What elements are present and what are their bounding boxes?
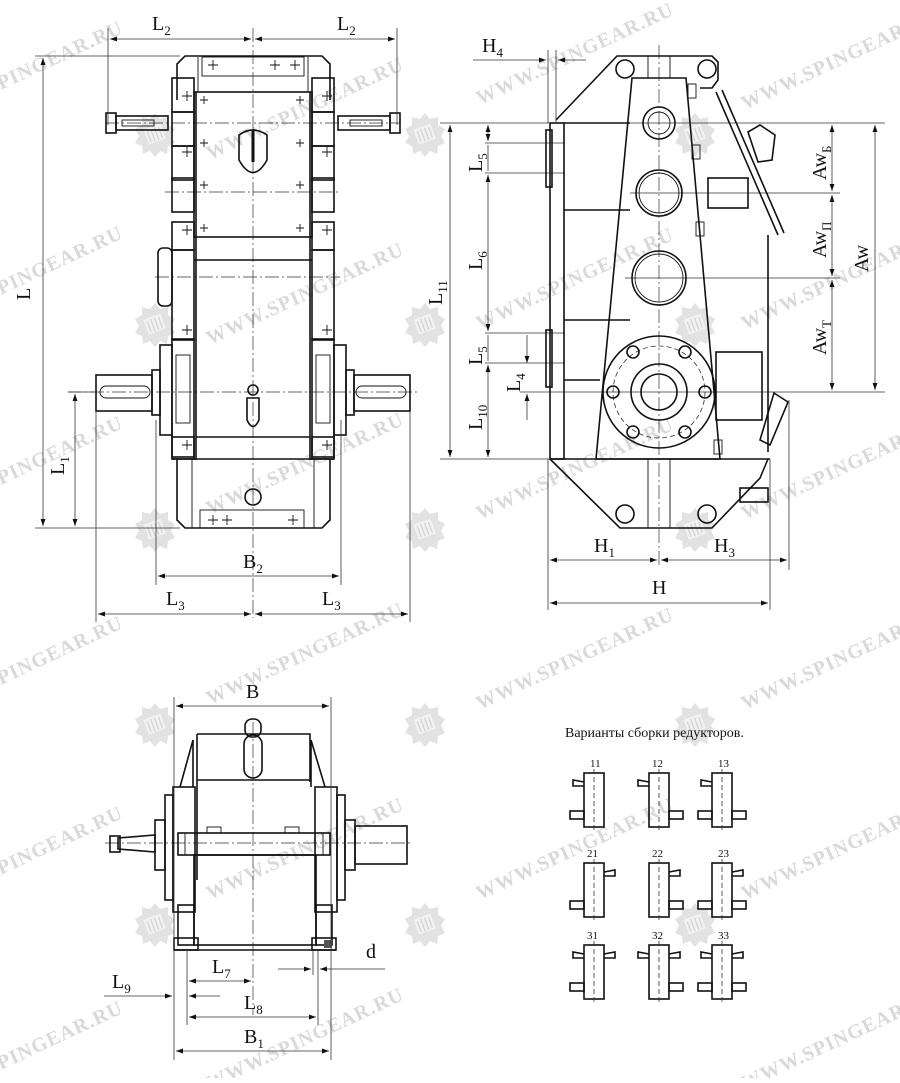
dim-label-L6: L6 (465, 251, 490, 270)
watermark-text: WWW.SPINGEAR.RU (738, 794, 900, 905)
front-view: L2 L2 L L1 B2 L3 L3 (13, 13, 418, 622)
variant-21: 21 (569, 848, 616, 921)
svg-text:32: 32 (652, 930, 663, 942)
variant-12: 12 (637, 758, 684, 831)
watermark-logo-icon (134, 902, 176, 948)
watermark-text: WWW.SPINGEAR.RU (738, 604, 900, 715)
dim-label-L2-right: L2 (337, 13, 356, 38)
watermark-text: WWW.SPINGEAR.RU (203, 794, 408, 905)
variant-13: 13 (697, 758, 747, 831)
watermark-text: WWW.SPINGEAR.RU (203, 984, 408, 1078)
dim-label-B: B (246, 681, 259, 703)
svg-text:22: 22 (652, 848, 663, 860)
watermark-logo-icon (404, 112, 446, 158)
dim-label-L11: L11 (425, 280, 450, 305)
watermark-logo-icon (134, 507, 176, 553)
watermark-text: WWW.SPINGEAR.RU (738, 984, 900, 1078)
dim-label-L10: L10 (465, 405, 490, 430)
watermark-logo-icon (134, 302, 176, 348)
dim-label-AwB: AwБ (809, 145, 834, 180)
watermark-text: SPINGEAR.RU (0, 412, 126, 495)
variant-32: 32 (637, 930, 684, 1003)
variant-33: 33 (697, 930, 747, 1003)
svg-text:33: 33 (718, 930, 730, 942)
dim-label-L: L (13, 288, 35, 300)
assembly-variants: Варианты сборки редукторов. 11 12 13 21 (565, 726, 747, 1003)
dim-label-L1: L1 (47, 456, 72, 475)
dim-label-d: d (366, 941, 376, 963)
dim-label-L5-top: L5 (465, 153, 490, 172)
dim-label-H3: H3 (714, 535, 735, 560)
dim-label-B2: B2 (243, 551, 263, 576)
dim-label-L9: L9 (112, 971, 131, 996)
dim-label-L3-right: L3 (322, 588, 341, 613)
watermark-logo-icon (674, 112, 716, 158)
dim-label-AwT: AwТ (809, 320, 834, 355)
watermark-text: SPINGEAR.RU (0, 17, 126, 100)
watermark-text: WWW.SPINGEAR.RU (203, 409, 408, 520)
top-view: B d L7 L9 L8 B1 (104, 681, 410, 1060)
svg-text:21: 21 (587, 848, 598, 860)
watermark-text: SPINGEAR.RU (0, 612, 126, 695)
variant-23: 23 (697, 848, 747, 921)
watermark-logo-icon (404, 702, 446, 748)
watermark-text: WWW.SPINGEAR.RU (473, 414, 678, 525)
dim-label-H4: H4 (482, 35, 503, 60)
dim-label-B1: B1 (244, 1026, 264, 1051)
dim-label-L5-bottom: L5 (465, 346, 490, 365)
watermark-logo-icon (134, 702, 176, 748)
variant-11: 11 (569, 758, 605, 831)
dim-label-L3-left: L3 (166, 588, 185, 613)
watermark-text: WWW.SPINGEAR.RU (473, 224, 678, 335)
dim-label-AwP: AwП (809, 222, 834, 258)
watermark-text: SPINGEAR.RU (0, 997, 126, 1078)
watermark-logo-icon (404, 302, 446, 348)
dim-label-L2-left: L2 (152, 13, 171, 38)
svg-text:11: 11 (590, 758, 601, 770)
dim-label-L8: L8 (244, 992, 263, 1017)
dim-label-L7: L7 (212, 956, 231, 981)
dim-label-H: H (652, 577, 666, 599)
watermark-text: WWW.SPINGEAR.RU (473, 604, 678, 715)
watermark-logo-icon (404, 902, 446, 948)
svg-text:13: 13 (718, 758, 730, 770)
watermark-text: WWW.SPINGEAR.RU (203, 599, 408, 710)
side-view: H4 L11 L5 L6 L5 L4 L10 AwБ AwП AwТ Aw (425, 35, 885, 610)
dim-label-L4: L4 (503, 373, 528, 392)
variant-31: 31 (569, 930, 616, 1003)
variant-22: 22 (648, 848, 684, 921)
watermark-text: WWW.SPINGEAR.RU (473, 0, 678, 110)
svg-text:23: 23 (718, 848, 730, 860)
dim-label-H1: H1 (594, 535, 615, 560)
variants-caption: Варианты сборки редукторов. (565, 726, 744, 741)
dim-label-Aw: Aw (851, 244, 873, 272)
watermark-text: WWW.SPINGEAR.RU (738, 4, 900, 115)
watermark-logo-icon (404, 507, 446, 553)
svg-text:12: 12 (652, 758, 663, 770)
svg-text:31: 31 (587, 930, 598, 942)
watermark-text: WWW.SPINGEAR.RU (203, 239, 408, 350)
watermark-text: WWW.SPINGEAR.RU (203, 54, 408, 165)
watermark-logo-icon (674, 507, 716, 553)
